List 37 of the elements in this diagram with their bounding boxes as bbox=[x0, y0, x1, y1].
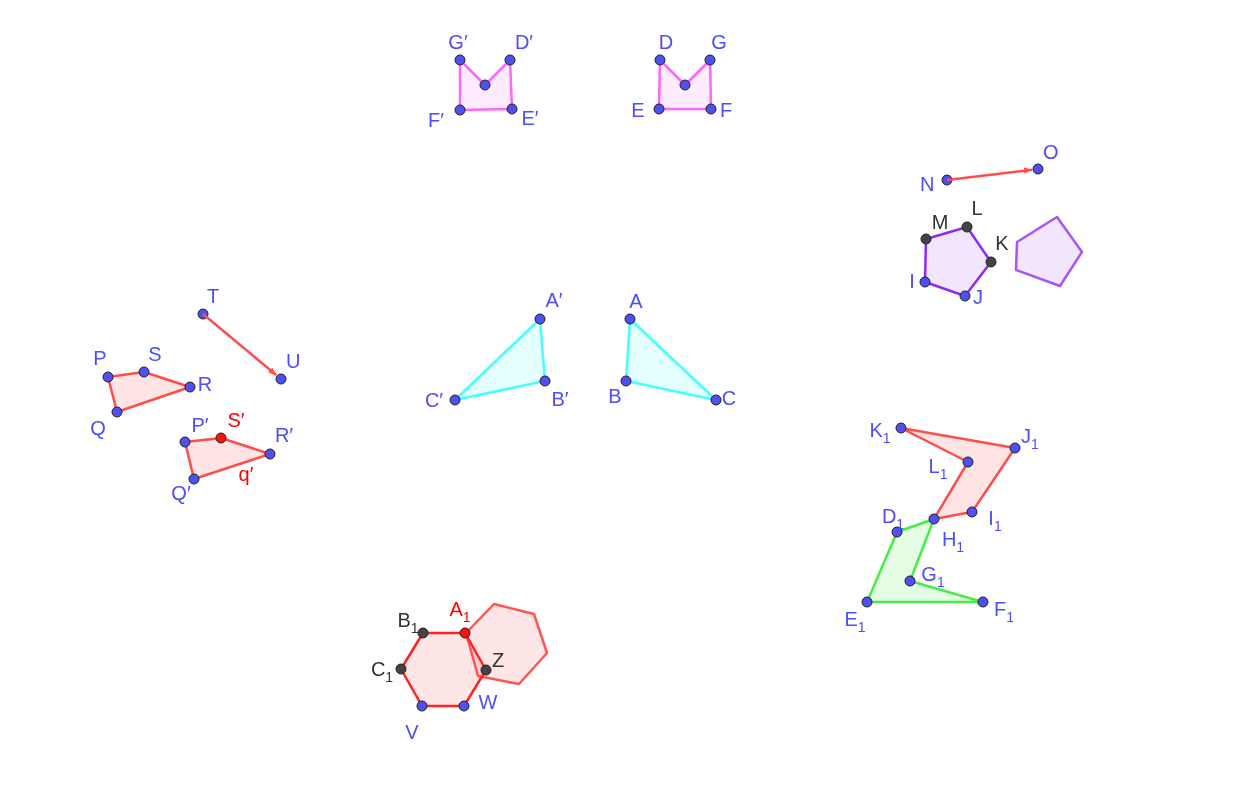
vector-arrow bbox=[202, 313, 278, 377]
point-label: K bbox=[995, 233, 1009, 253]
point-label: F bbox=[719, 100, 733, 120]
point-label: D bbox=[658, 32, 674, 52]
point-label: Z bbox=[491, 650, 505, 670]
point-label: I bbox=[909, 271, 915, 291]
point-label: N bbox=[918, 173, 937, 195]
point-label: F′ bbox=[428, 110, 444, 130]
point-label: B bbox=[608, 386, 622, 406]
point-label: O bbox=[1041, 141, 1061, 163]
point-label: Q′ bbox=[171, 483, 191, 503]
point-label: W bbox=[478, 692, 498, 712]
point-label: B′ bbox=[551, 389, 569, 409]
point-label: M bbox=[931, 212, 949, 232]
point-label: E′ bbox=[521, 108, 539, 128]
point-label: q′ bbox=[238, 464, 254, 484]
point-label: D′ bbox=[514, 32, 534, 52]
point-label: A′ bbox=[545, 290, 563, 310]
point-label: G bbox=[711, 32, 727, 52]
point-label: R′ bbox=[274, 425, 294, 445]
point-label: J bbox=[973, 287, 983, 307]
point-label: E bbox=[631, 100, 645, 120]
point-label: C bbox=[721, 388, 737, 408]
point-label: U bbox=[284, 350, 303, 372]
point-label: G′ bbox=[448, 32, 468, 52]
point-label: P′ bbox=[191, 415, 209, 435]
point-label: S bbox=[148, 344, 162, 364]
point-label: A bbox=[629, 291, 643, 311]
point-label: P bbox=[93, 348, 107, 368]
point-label: L bbox=[971, 198, 983, 218]
point-label: T bbox=[205, 285, 222, 307]
vector-arrow bbox=[946, 167, 1033, 182]
point-label: Q bbox=[90, 418, 106, 438]
point-label: S′ bbox=[227, 410, 245, 430]
point-label: C′ bbox=[424, 390, 444, 410]
point-label: V bbox=[405, 722, 419, 742]
point-label: R bbox=[197, 374, 213, 394]
